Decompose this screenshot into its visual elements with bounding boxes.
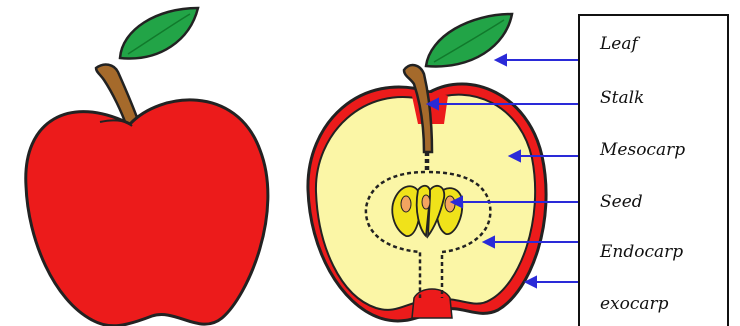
label-stalk: Stalk (600, 88, 644, 108)
whole-apple (26, 8, 268, 326)
label-exocarp: exocarp (600, 294, 669, 314)
seed-kernel-right (445, 196, 455, 212)
arrow-leaf-head (496, 55, 506, 65)
seed-kernel-left (401, 196, 411, 212)
label-mesocarp: Mesocarp (600, 140, 685, 160)
cut-apple-bottom-notch (412, 289, 452, 318)
seed-kernel-mid (422, 195, 430, 209)
label-panel: Leaf Stalk Mesocarp Seed Endocarp exocar… (578, 14, 729, 326)
label-endocarp: Endocarp (600, 242, 683, 262)
label-seed: Seed (600, 192, 643, 212)
seeds (392, 186, 462, 236)
label-leaf: Leaf (600, 34, 638, 54)
whole-apple-body (26, 100, 268, 326)
